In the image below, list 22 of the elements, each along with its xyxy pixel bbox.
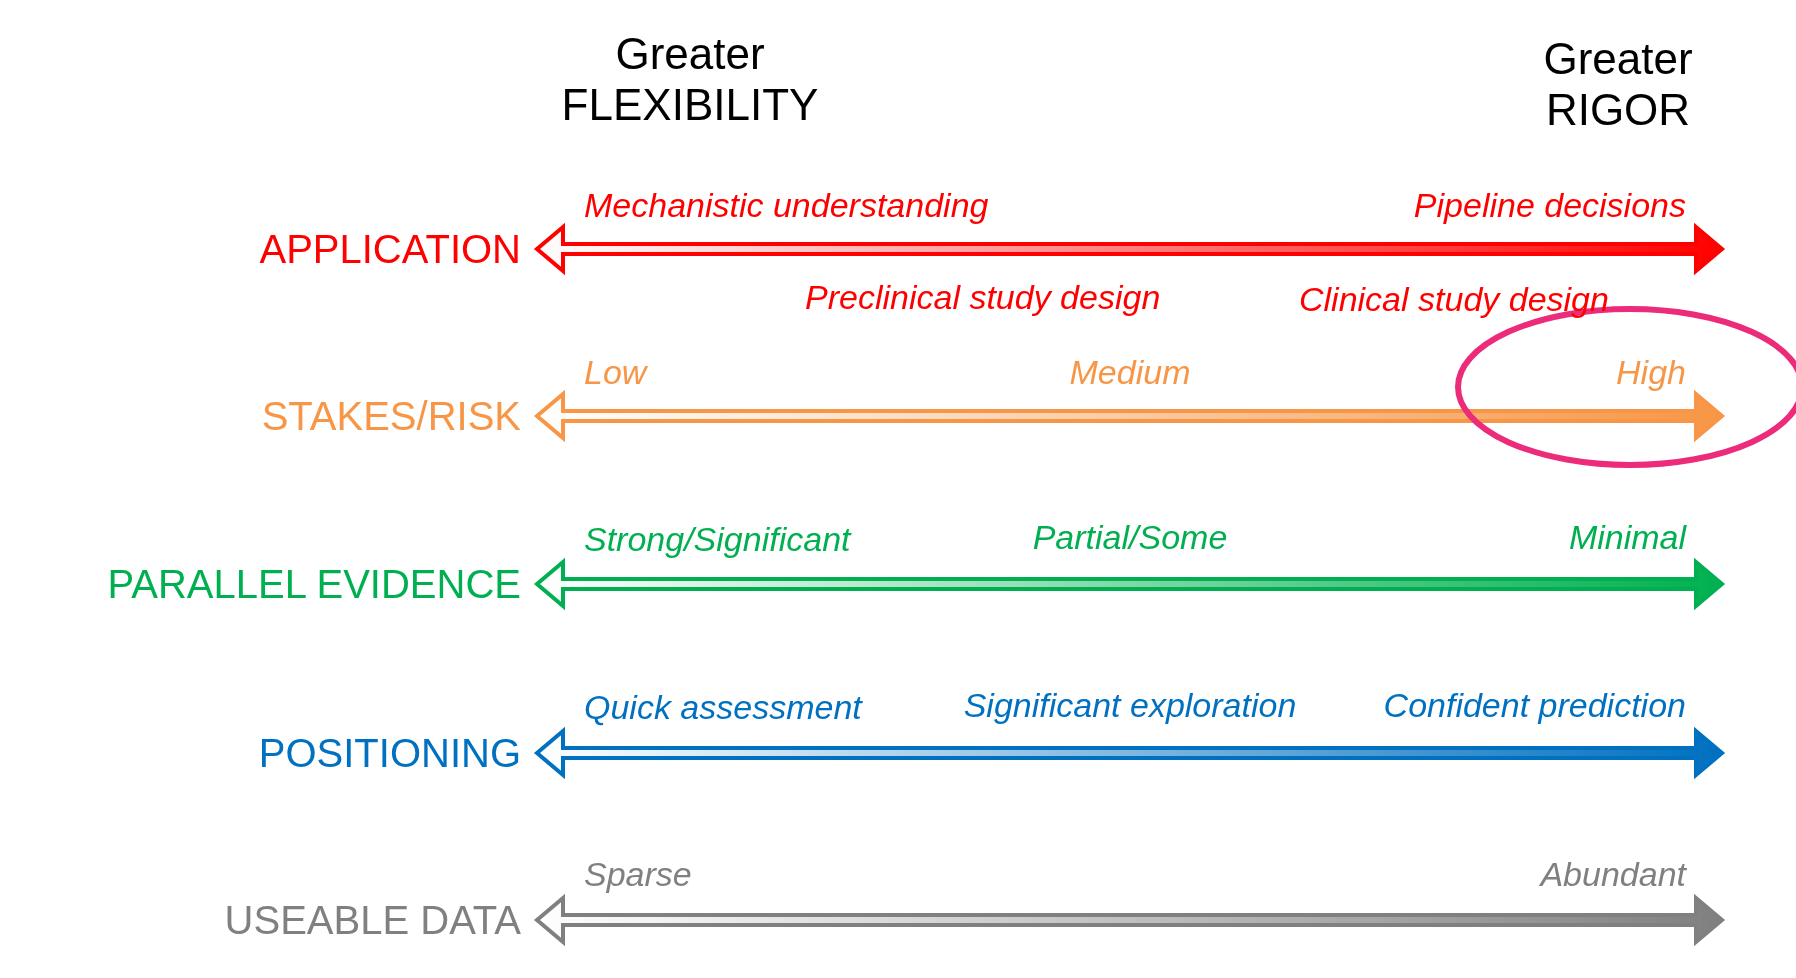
scale-label: Minimal — [1568, 518, 1686, 558]
scale-label: Mechanistic understanding — [584, 186, 989, 226]
scale-label: Sparse — [584, 855, 692, 895]
scale-label: Quick assessment — [584, 688, 862, 728]
scale-label: Confident prediction — [1383, 686, 1686, 726]
scale-label: Preclinical study design — [805, 278, 1161, 318]
scale-label: Abundant — [1540, 855, 1686, 895]
scale-label: Pipeline decisions — [1413, 186, 1686, 226]
axis-heading: Greater RIGOR — [1542, 34, 1694, 136]
scale-label: Strong/Significant — [584, 520, 851, 560]
scale-label: Partial/Some — [1032, 518, 1228, 558]
row-label: STAKES/RISK — [261, 393, 521, 439]
axis-heading: Greater FLEXIBILITY — [560, 29, 820, 131]
scale-label: Medium — [1069, 353, 1191, 393]
scale-label: High — [1616, 353, 1686, 393]
scale-label: Significant exploration — [963, 686, 1297, 726]
row-label: PARALLEL EVIDENCE — [107, 561, 521, 607]
row-label: POSITIONING — [258, 730, 521, 776]
scale-label: Clinical study design — [1299, 280, 1609, 320]
scale-label: Low — [584, 353, 647, 393]
row-label: USEABLE DATA — [224, 897, 521, 943]
row-label: APPLICATION — [259, 226, 521, 272]
